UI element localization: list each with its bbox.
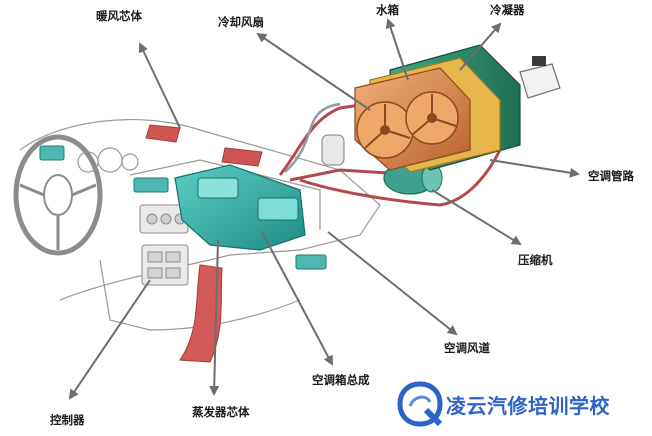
school-logo-icon bbox=[397, 381, 443, 427]
coolant-reservoir bbox=[519, 56, 561, 99]
arrow-ac-duct bbox=[327, 231, 458, 336]
label-ac-box-assembly: 空调箱总成 bbox=[312, 373, 370, 387]
defrost-vents bbox=[145, 124, 263, 167]
label-controller: 控制器 bbox=[50, 413, 85, 427]
arrow-ac-box-assembly bbox=[261, 231, 333, 366]
compressor bbox=[383, 161, 443, 195]
dashboard-outline bbox=[19, 118, 381, 331]
side-vents bbox=[39, 145, 327, 270]
label-ac-duct: 空调风道 bbox=[444, 341, 490, 355]
label-radiator: 水箱 bbox=[376, 3, 399, 17]
label-evaporator-core: 蒸发器芯体 bbox=[192, 405, 250, 419]
label-compressor: 压缩机 bbox=[518, 253, 553, 267]
label-heater-core: 暖风芯体 bbox=[96, 9, 142, 23]
arrow-controller bbox=[68, 279, 151, 400]
controller-unit bbox=[139, 204, 189, 286]
label-ac-pipes: 空调管路 bbox=[588, 169, 634, 183]
callout-arrows bbox=[68, 18, 580, 400]
arrow-radiator bbox=[385, 18, 409, 81]
arrow-ac-pipes bbox=[489, 159, 580, 178]
steering-wheel bbox=[13, 134, 103, 256]
label-condenser: 冷凝器 bbox=[490, 3, 525, 17]
watermark: 凌云汽修培训学校 bbox=[392, 380, 652, 430]
instrument-cluster bbox=[77, 147, 139, 173]
arrow-cooling-fan bbox=[256, 32, 371, 111]
arrow-heater-core bbox=[138, 42, 181, 129]
arrow-evaporator-core bbox=[209, 239, 220, 396]
arrow-condenser bbox=[459, 22, 502, 71]
watermark-text: 凌云汽修培训学校 bbox=[446, 394, 610, 418]
arrow-compressor bbox=[431, 189, 522, 246]
floor-duct bbox=[179, 264, 223, 363]
ac-box-assembly bbox=[174, 164, 306, 251]
receiver-drier bbox=[321, 134, 345, 166]
cooling-fan bbox=[354, 67, 471, 171]
label-cooling-fan: 冷却风扇 bbox=[218, 15, 264, 29]
